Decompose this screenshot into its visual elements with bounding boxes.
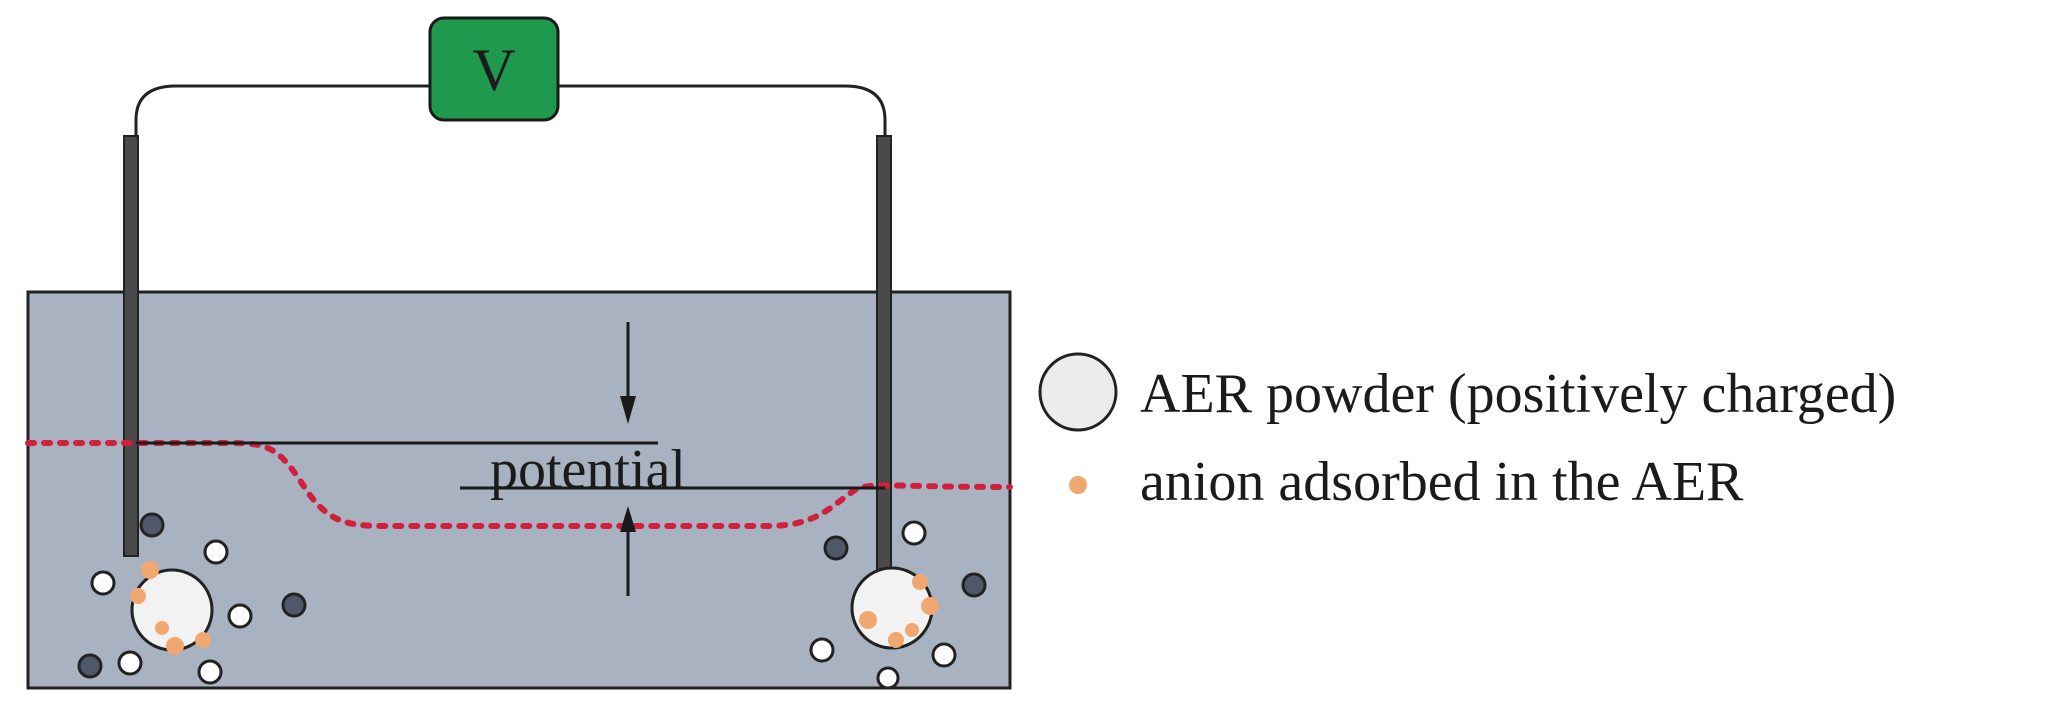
adsorbed-anion (166, 637, 184, 655)
large-circle-icon (1038, 352, 1118, 432)
white-particle (809, 637, 835, 663)
white-particle (931, 642, 957, 668)
adsorbed-anion (888, 632, 904, 648)
legend: AER powder (positively charged) anion ad… (1038, 352, 1896, 513)
dark-particle (139, 512, 165, 538)
adsorbed-anion (859, 611, 877, 629)
dark-particle (281, 592, 307, 618)
white-particle (203, 539, 229, 565)
white-particle (90, 570, 116, 596)
left-electrode (123, 135, 139, 557)
adsorbed-anion (141, 561, 159, 579)
dark-particle (961, 572, 987, 598)
adsorbed-anion (155, 621, 169, 635)
voltmeter-label: V (472, 37, 515, 103)
dark-particle (77, 653, 103, 679)
adsorbed-anion (912, 574, 928, 590)
white-particle (117, 650, 143, 676)
adsorbed-anion (905, 623, 919, 637)
white-particle (876, 666, 900, 690)
white-particle (901, 520, 927, 546)
potential-down-arrow (620, 322, 636, 424)
voltmeter-body (428, 16, 560, 122)
adsorbed-anion (130, 588, 146, 604)
white-particle (197, 659, 223, 685)
legend-item-anion: anion adsorbed in the AER (1140, 451, 1744, 513)
potential-up-arrow (620, 506, 636, 596)
dark-particle (823, 535, 849, 561)
potential-profile-line (25, 440, 1013, 529)
left-particle-cluster (77, 512, 307, 685)
legend-item-aer-powder: AER powder (positively charged) (1140, 363, 1896, 425)
right-electrode (876, 135, 892, 577)
small-dot-icon (1069, 476, 1087, 494)
white-particle (227, 603, 253, 629)
adsorbed-anion (921, 597, 939, 615)
right-particle-cluster (809, 520, 987, 690)
potential-label: potential (490, 439, 686, 501)
adsorbed-anion (195, 632, 211, 648)
voltmeter: V (428, 16, 560, 122)
circuit-wire (134, 84, 887, 140)
